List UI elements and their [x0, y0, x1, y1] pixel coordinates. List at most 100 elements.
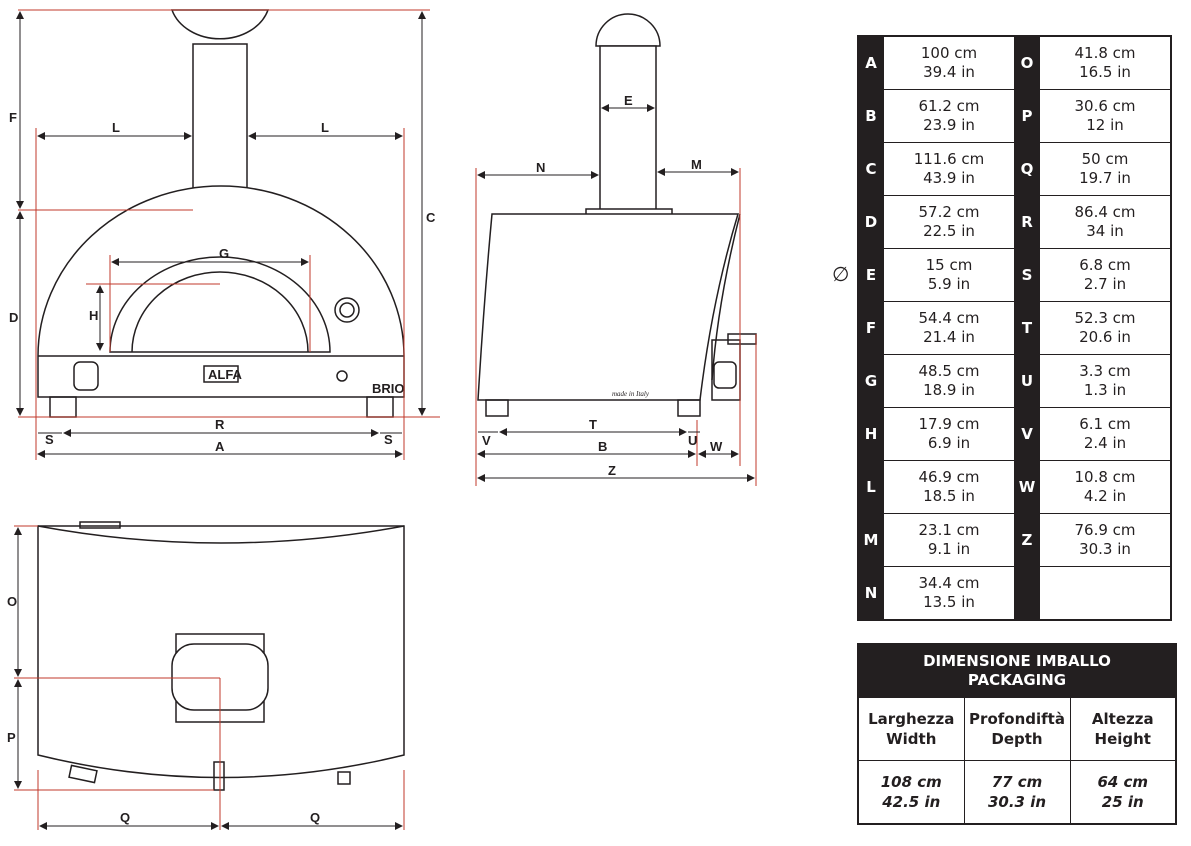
value-in: 13.5 in — [923, 593, 975, 611]
dimension-key: P — [1014, 89, 1040, 143]
value-cm: 6.1 cm — [1079, 415, 1131, 433]
front-dimensions — [16, 11, 426, 458]
label-B: B — [598, 439, 607, 454]
value-cm: 6.8 cm — [1079, 256, 1131, 274]
top-view — [37, 521, 405, 791]
dimension-key: Z — [1014, 513, 1040, 567]
value-in: 30.3 in — [1079, 540, 1131, 558]
dimension-key: H — [857, 407, 884, 461]
brand-logo: ALFA — [208, 367, 243, 382]
value-cm: 46.9 cm — [918, 468, 980, 486]
col-label-it: Larghezza — [868, 710, 955, 728]
value-cm: 23.1 cm — [918, 521, 980, 539]
value-in: 43.9 in — [923, 169, 975, 187]
label-G: G — [219, 246, 229, 261]
label-V: V — [482, 433, 491, 448]
label-N: N — [536, 160, 545, 175]
col-label-it: Altezza — [1091, 710, 1154, 728]
value-cm: 86.4 cm — [1074, 203, 1136, 221]
dimension-key: G — [857, 354, 884, 408]
value-in: 4.2 in — [1083, 487, 1127, 505]
dimension-key: O — [1014, 35, 1040, 90]
model-label: BRIO — [372, 381, 405, 396]
value-cm: 64 cm — [1097, 773, 1149, 791]
value-in: 2.7 in — [1083, 275, 1127, 293]
col-label-it: Profondiftà — [969, 710, 1065, 728]
dimension-key: V — [1014, 407, 1040, 461]
value-cm: 54.4 cm — [918, 309, 980, 327]
label-Z: Z — [608, 463, 616, 478]
value-in: 9.1 in — [927, 540, 971, 558]
value-cm: 15 cm — [925, 256, 973, 274]
label-Q-left: Q — [120, 810, 130, 825]
dimension-key: F — [857, 301, 884, 355]
value-cm: 57.2 cm — [918, 203, 980, 221]
label-F: F — [9, 110, 17, 125]
value-cm: 77 cm — [991, 773, 1043, 791]
value-in: 20.6 in — [1079, 328, 1131, 346]
dimension-key: W — [1014, 460, 1040, 514]
label-A: A — [215, 439, 225, 454]
dimension-key: D — [857, 195, 884, 249]
side-guides — [475, 168, 757, 486]
value-cm: 30.6 cm — [1074, 97, 1136, 115]
label-E: E — [624, 93, 633, 108]
value-in: 18.9 in — [923, 381, 975, 399]
packaging-header: DIMENSIONE IMBALLO PACKAGING — [857, 643, 1177, 698]
value-cm: 48.5 cm — [918, 362, 980, 380]
value-cm: 52.3 cm — [1074, 309, 1136, 327]
dimension-key: U — [1014, 354, 1040, 408]
label-H: H — [89, 308, 98, 323]
label-S-right: S — [384, 432, 393, 447]
value-cm: 108 cm — [880, 773, 942, 791]
label-T: T — [589, 417, 597, 432]
value-in: 25 in — [1101, 793, 1144, 811]
dimension-key: C — [857, 142, 884, 196]
value-in: 23.9 in — [923, 116, 975, 134]
dimension-key: Q — [1014, 142, 1040, 196]
value-in: 18.5 in — [923, 487, 975, 505]
dimension-key: T — [1014, 301, 1040, 355]
label-L-right: L — [321, 120, 329, 135]
value-cm: 61.2 cm — [918, 97, 980, 115]
label-M: M — [691, 157, 702, 172]
packaging-val-height: 64 cm 25 in — [1069, 760, 1177, 825]
value-cm: 41.8 cm — [1074, 44, 1136, 62]
packaging-title-en: PACKAGING — [967, 671, 1067, 689]
value-in: 22.5 in — [923, 222, 975, 240]
empty-value-cell — [1039, 566, 1172, 621]
dimension-key: M — [857, 513, 884, 567]
value-in: 21.4 in — [923, 328, 975, 346]
top-dimensions — [14, 527, 403, 830]
packaging-title-it: DIMENSIONE IMBALLO — [923, 652, 1111, 670]
side-view — [477, 13, 757, 417]
value-cm: 10.8 cm — [1074, 468, 1136, 486]
value-cm: 76.9 cm — [1074, 521, 1136, 539]
